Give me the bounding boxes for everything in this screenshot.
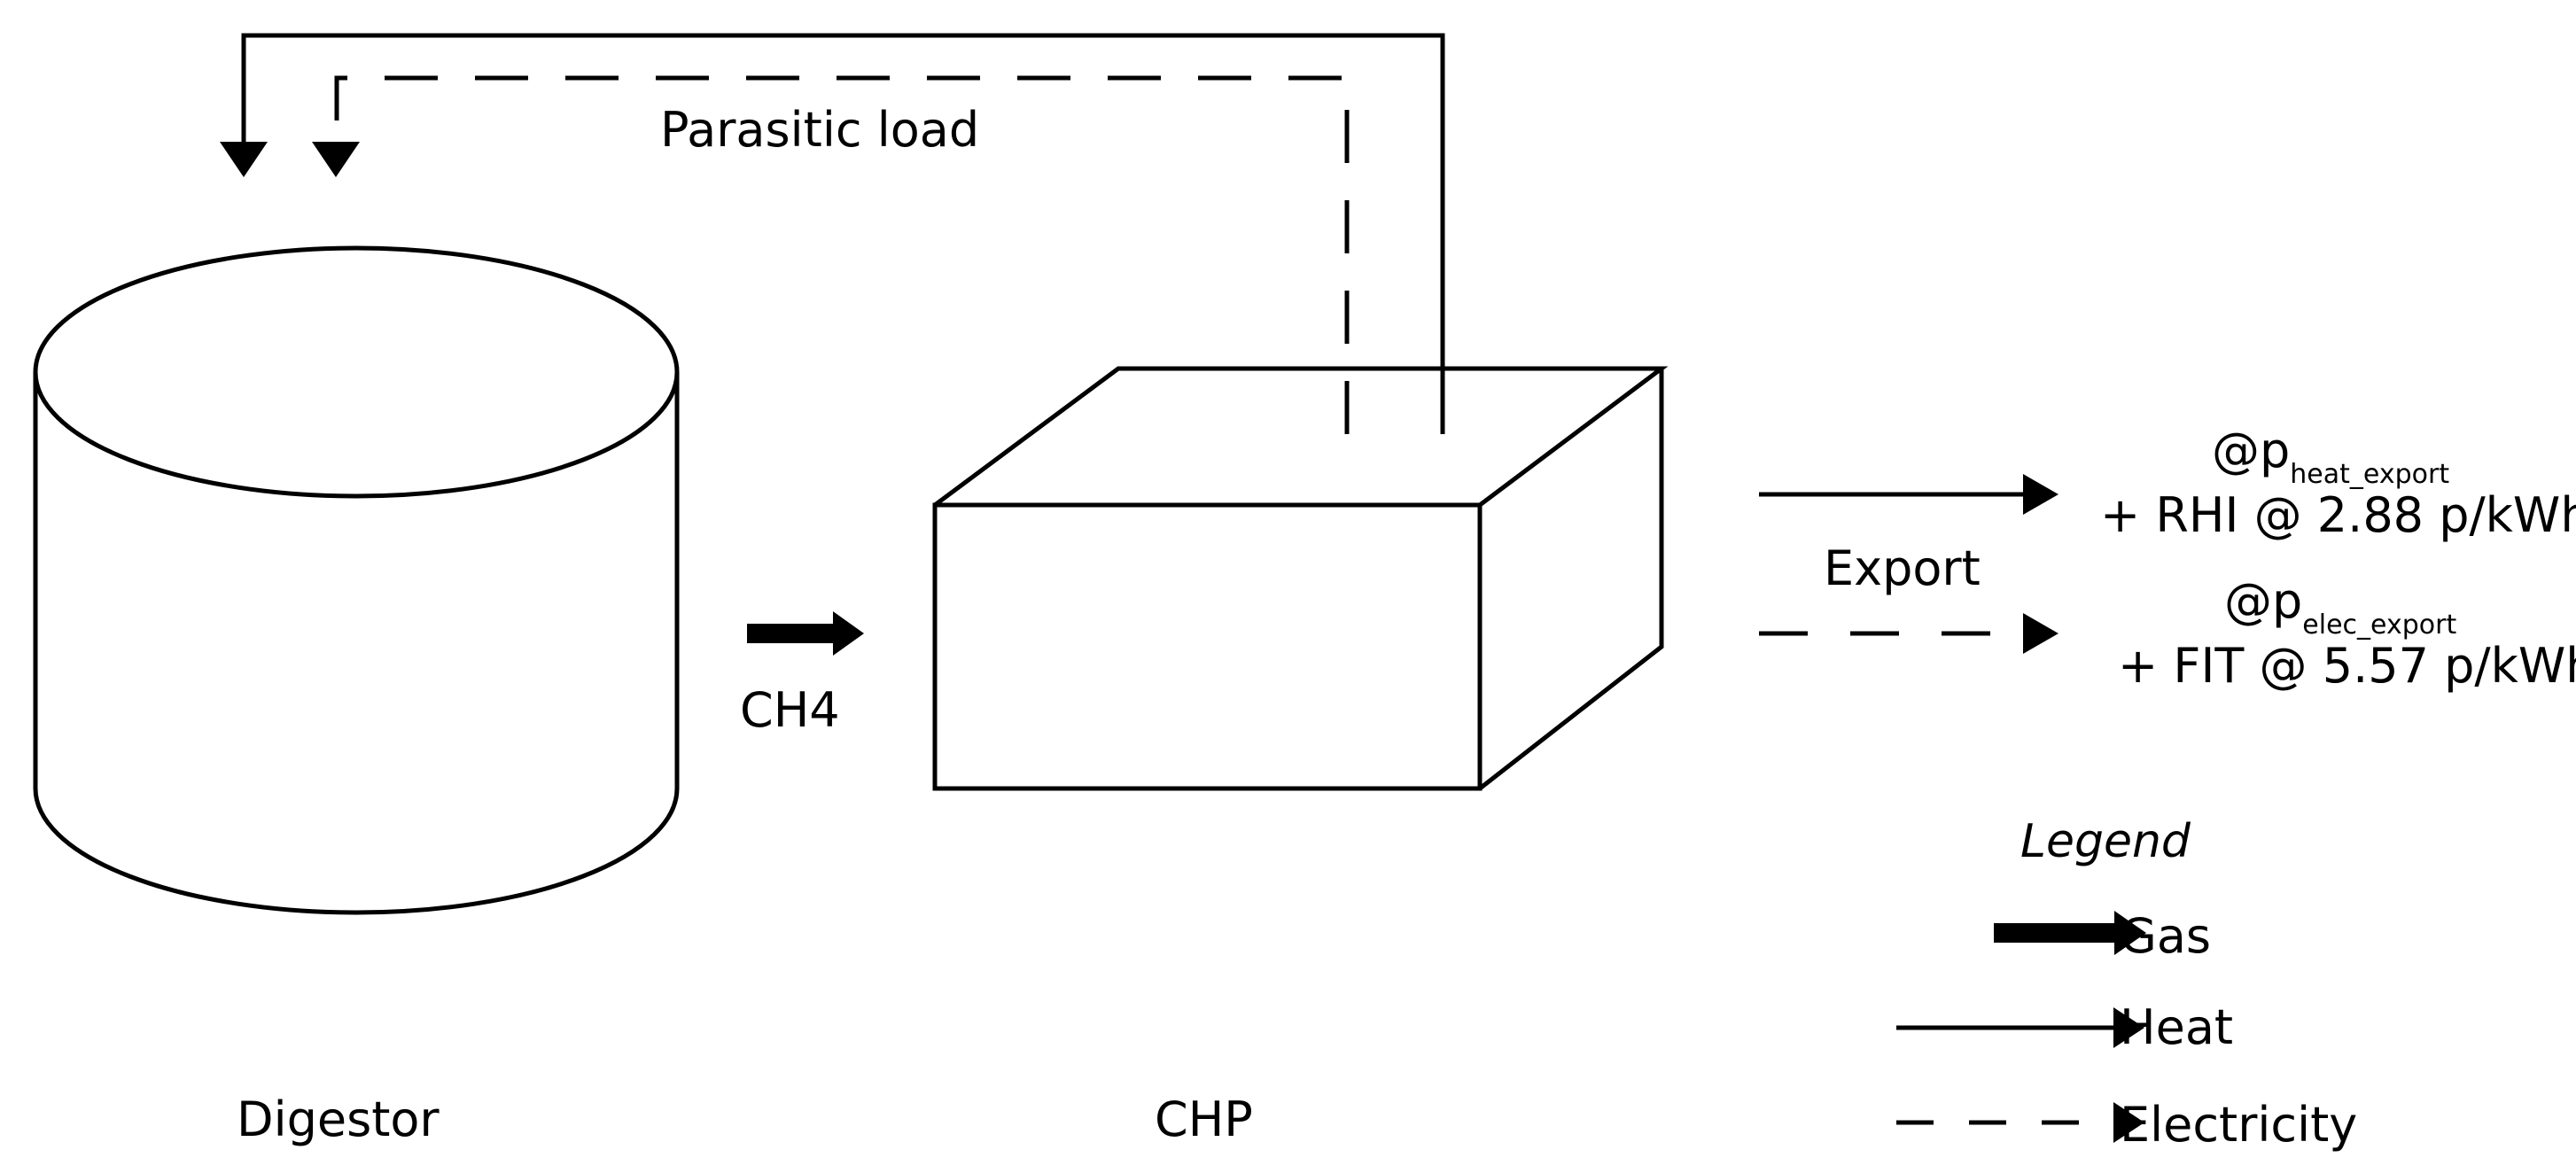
heat-export-price: @pheat_export <box>2212 423 2449 490</box>
heat-export-arrowhead <box>2023 474 2058 515</box>
parasitic-load-label: Parasitic load <box>660 102 979 158</box>
export-label: Export <box>1824 540 1981 596</box>
digestor-top-ellipse <box>33 245 680 499</box>
heat-export-tariff: + RHI @ 2.88 p/kWh <box>2100 487 2576 543</box>
legend-gas-arrowhead <box>2114 911 2146 955</box>
legend-heat-arrowhead <box>2113 1007 2144 1048</box>
electricity-export-arrowhead <box>2023 613 2058 654</box>
electricity-export-subscript: elec_export <box>2302 610 2456 641</box>
ch4-gas-arrow-shaft <box>747 624 836 643</box>
parasitic-heat-line <box>241 33 1445 434</box>
chp-label: CHP <box>1155 1091 1253 1147</box>
chp-box-top <box>933 366 1669 508</box>
heat-export-prefix: @p <box>2212 423 2290 478</box>
digestor-tank <box>33 245 680 915</box>
electricity-export-tariff: + FIT @ 5.57 p/kWh <box>2118 638 2576 694</box>
legend-gas-shaft <box>1994 923 2118 943</box>
ch4-gas-arrowhead <box>833 611 864 656</box>
parasitic-electricity-arrowhead <box>312 142 360 177</box>
digestor-label: Digestor <box>237 1091 440 1147</box>
legend-electricity-label: Electricity <box>2120 1097 2357 1153</box>
electricity-export-price: @pelec_export <box>2224 573 2456 641</box>
legend-electricity-arrowhead <box>2113 1102 2144 1143</box>
digestor-body <box>33 372 680 915</box>
parasitic-electricity-line <box>334 75 1350 434</box>
heat-export-subscript: heat_export <box>2290 459 2449 490</box>
legend-gas-label: Gas <box>2120 908 2211 964</box>
parasitic-heat-arrowhead <box>220 142 268 177</box>
chp-box <box>932 366 1669 791</box>
legend-title: Legend <box>2020 815 2191 868</box>
electricity-export-prefix: @p <box>2224 573 2302 629</box>
legend: Legend Gas Heat Electricity <box>1896 815 2357 1153</box>
chp-box-front <box>932 502 1483 791</box>
legend-heat-label: Heat <box>2120 999 2233 1055</box>
ch4-label: CH4 <box>740 682 840 738</box>
chp-box-side <box>1478 369 1664 790</box>
